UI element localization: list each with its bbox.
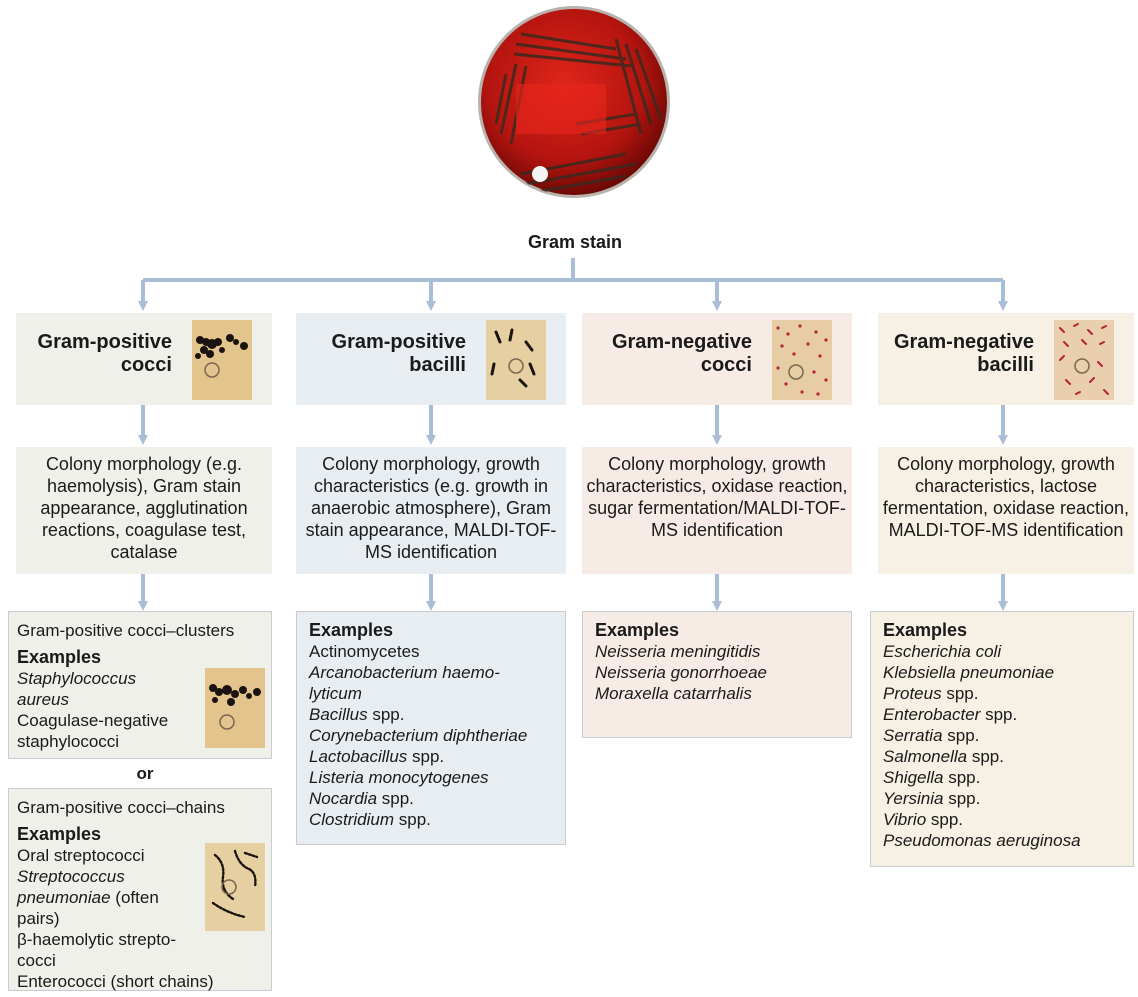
example-item: Pseudomonas aeruginosa: [883, 831, 1081, 850]
example-item: Listeria monocytogenes: [309, 768, 489, 787]
micrograph-gram-positive-bacilli: [486, 320, 546, 400]
chains-title: Gram-positive cocci–chains: [17, 798, 225, 817]
tests-gram-negative-cocci: Colony morphology, growth characteristic…: [582, 447, 852, 574]
micrograph-gram-negative-bacilli: [1054, 320, 1114, 400]
example-item: Coagulase-negative: [17, 711, 169, 730]
example-item: Bacillus spp.: [309, 705, 405, 724]
example-item: Serratia spp.: [883, 726, 980, 745]
example-item: Yersinia spp.: [883, 789, 981, 808]
example-item: Klebsiella pneumoniae: [883, 663, 1055, 682]
examples-cocci-chains: Gram-positive cocci–chains Examples Oral…: [8, 788, 272, 991]
micrograph-gram-positive-cocci: [192, 320, 252, 400]
tests-gram-negative-bacilli: Colony morphology, growth characteristic…: [878, 447, 1134, 574]
example-item: Proteus spp.: [883, 684, 979, 703]
example-item: Staphylococcus: [17, 669, 137, 688]
example-item: cocci: [17, 951, 56, 970]
example-item: Oral streptococci: [17, 846, 145, 865]
examples-cocci-clusters: Gram-positive cocci–clusters Examples St…: [8, 611, 272, 759]
example-item: aureus: [17, 690, 69, 709]
root-label: Gram stain: [527, 232, 623, 252]
examples-title: Examples: [883, 620, 968, 640]
or-label: or: [136, 764, 154, 783]
example-item: Arcanobacterium haemo-: [309, 663, 500, 682]
example-item: pneumoniae (often: [17, 888, 159, 907]
examples-title: Examples: [595, 620, 680, 640]
example-item: Streptococcus: [17, 867, 125, 886]
micrograph-cocci-clusters: [205, 668, 265, 748]
example-item: Corynebacterium diphtheriae: [309, 726, 528, 745]
examples-title: Examples: [17, 647, 102, 667]
example-item: Enterobacter spp.: [883, 705, 1018, 724]
example-item: Neisseria gonorrhoeae: [595, 663, 767, 682]
example-item: Moraxella catarrhalis: [595, 684, 752, 703]
tests-gram-positive-bacilli: Colony morphology, growth characteristic…: [296, 447, 566, 574]
agar-plate-photo: [478, 6, 670, 198]
example-item: Nocardia spp.: [309, 789, 414, 808]
example-item: Escherichia coli: [883, 642, 1002, 661]
examples-title: Examples: [309, 620, 394, 640]
example-item: Enterococci (short chains): [17, 972, 214, 991]
example-item: lyticum: [309, 684, 362, 703]
clusters-title: Gram-positive cocci–clusters: [17, 621, 235, 640]
example-item: Vibrio spp.: [883, 810, 964, 829]
example-item: pairs): [17, 909, 60, 928]
examples-title: Examples: [17, 824, 102, 844]
micrograph-gram-negative-cocci: [772, 320, 832, 400]
example-item: Shigella spp.: [883, 768, 981, 787]
example-item: Actinomycetes: [309, 642, 420, 661]
example-item: Lactobacillus spp.: [309, 747, 445, 766]
example-item: staphylococci: [17, 732, 120, 751]
tests-gram-positive-cocci: Colony morphology (e.g. haemolysis), Gra…: [16, 447, 272, 574]
example-item: β-haemolytic strepto-: [17, 930, 177, 949]
example-item: Salmonella spp.: [883, 747, 1004, 766]
example-item: Clostridium spp.: [309, 810, 431, 829]
example-item: Neisseria meningitidis: [595, 642, 761, 661]
micrograph-cocci-chains: [205, 843, 265, 931]
